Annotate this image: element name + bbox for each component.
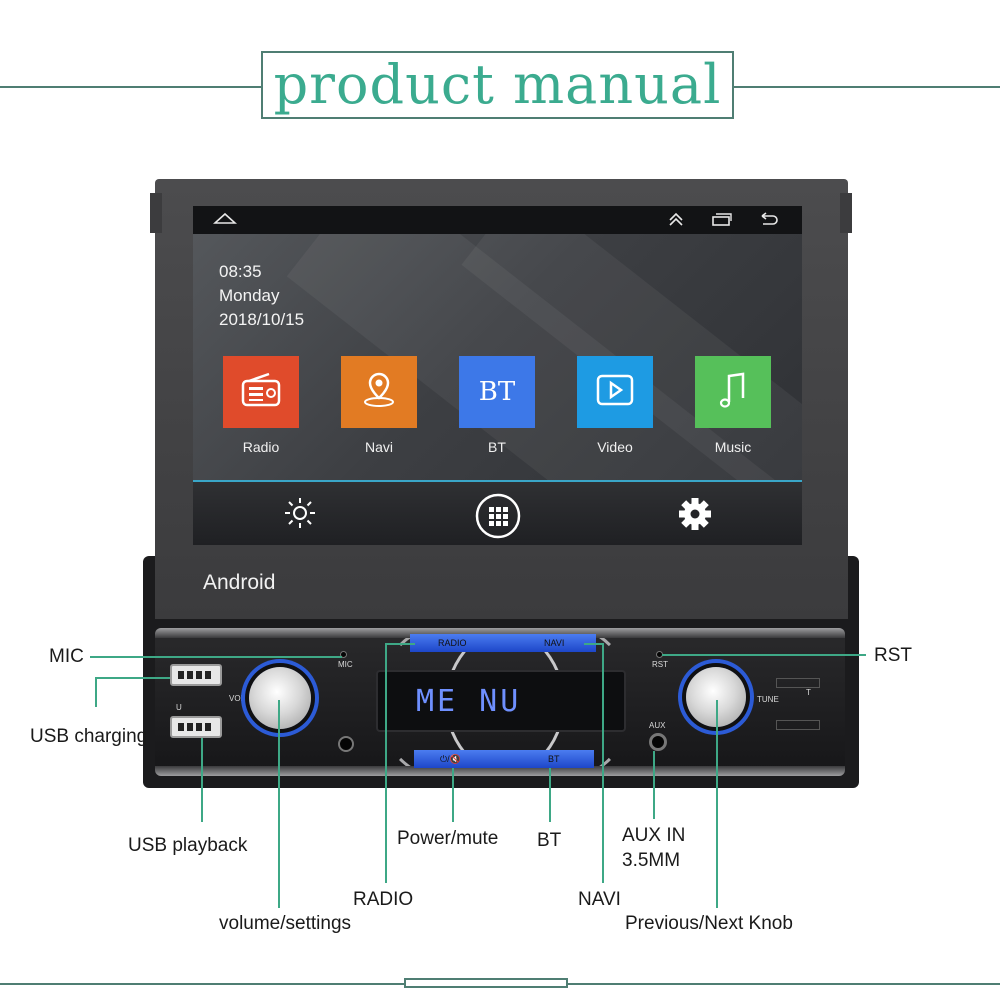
back-icon[interactable]	[757, 211, 779, 232]
brightness-icon[interactable]	[283, 496, 317, 535]
callout-usb-charging: USB charging	[30, 726, 148, 747]
header-rule-right	[734, 86, 1000, 88]
power-leader	[452, 768, 454, 822]
app-radio[interactable]: Radio	[222, 356, 300, 455]
clock-day: Monday	[219, 286, 280, 305]
radio-icon	[239, 371, 283, 414]
aux-leader	[653, 751, 655, 819]
music-tile	[695, 356, 771, 428]
bt-tile: BT	[459, 356, 535, 428]
callout-mic: MIC	[49, 646, 84, 667]
callout-bt: BT	[537, 830, 562, 851]
footer-rule-right	[568, 983, 1000, 985]
app-grid-icon[interactable]	[474, 492, 522, 545]
touch-screen[interactable]: 08:35 Monday 2018/10/15 Radio Navi BT	[193, 206, 802, 545]
navi-key[interactable]: NAVI	[544, 638, 565, 648]
usb-playback-port[interactable]	[170, 716, 222, 738]
app-navi[interactable]: Navi	[340, 356, 418, 455]
callout-usb-playback: USB playback	[128, 835, 248, 856]
callout-aux-line1: AUX IN	[622, 825, 686, 846]
faceplate-slot-upper	[776, 678, 820, 688]
bt-key[interactable]: BT	[548, 754, 560, 764]
faceplate-top-rim	[155, 628, 845, 638]
power-mute-key[interactable]: ⏻/🔇	[440, 754, 461, 764]
power-bt-strip: ⏻/🔇 BT	[414, 750, 594, 768]
rst-leader	[662, 654, 866, 656]
page-title: product manual	[273, 53, 722, 116]
bt-tile-text: BT	[478, 377, 516, 407]
usb-charging-leader-v	[95, 677, 97, 707]
status-bar	[193, 206, 802, 234]
play-icon	[595, 372, 635, 413]
header-rule-left	[0, 86, 261, 88]
faceplate-slot-lower	[776, 720, 820, 730]
app-label-music: Music	[714, 439, 752, 455]
aux-jack[interactable]	[649, 733, 667, 751]
home-outline-icon[interactable]	[212, 211, 238, 230]
usb-port-label: U	[176, 703, 182, 712]
app-video[interactable]: Video	[576, 356, 654, 455]
knob-leader	[716, 700, 718, 908]
brand-label: Android	[203, 571, 276, 594]
recents-icon[interactable]	[711, 211, 733, 232]
music-note-icon	[713, 368, 753, 417]
clock-date: 2018/10/15	[219, 310, 305, 329]
app-music[interactable]: Music	[694, 356, 772, 455]
bezel-ear-right	[840, 193, 852, 233]
chevron-up-icon[interactable]	[667, 211, 685, 232]
t-label: T	[806, 688, 811, 697]
callout-radio: RADIO	[353, 889, 414, 910]
radio-key[interactable]: RADIO	[438, 638, 467, 648]
callout-aux-line2: 3.5MM	[622, 850, 681, 871]
mic-hole	[340, 651, 347, 658]
app-label-bt: BT	[488, 439, 506, 455]
aux-label: AUX	[649, 721, 666, 730]
location-pin-icon	[357, 368, 401, 417]
app-launcher: Radio Navi BT BT Video	[219, 356, 779, 456]
volume-leader	[278, 700, 280, 908]
bt-leader	[549, 768, 551, 822]
usb-charging-leader-h	[95, 677, 170, 679]
navi-tile	[341, 356, 417, 428]
faceplate-bottom-rim	[155, 766, 845, 776]
mic-label: MIC	[338, 660, 353, 669]
callout-navi: NAVI	[578, 889, 621, 910]
radio-leader-v	[385, 643, 387, 883]
clock-time: 08:35	[219, 262, 262, 281]
bottom-dock	[193, 480, 802, 545]
clock-widget: 08:35 Monday 2018/10/15	[219, 260, 304, 332]
tune-label: TUNE	[757, 695, 779, 704]
radio-leader-h	[385, 643, 415, 645]
callout-power-mute: Power/mute	[397, 828, 499, 849]
footer-rule-left	[0, 983, 404, 985]
volume-knob[interactable]	[249, 667, 311, 729]
app-label-navi: Navi	[364, 439, 393, 455]
app-label-video: Video	[597, 439, 633, 455]
callout-volume: volume/settings	[219, 913, 352, 934]
bezel-ear-left	[150, 193, 162, 233]
radio-navi-strip: RADIO NAVI	[410, 634, 596, 652]
footer-frame	[404, 978, 568, 988]
video-tile	[577, 356, 653, 428]
usb-playback-leader	[201, 738, 203, 822]
title-frame: product manual	[261, 51, 734, 119]
callout-rst: RST	[874, 645, 912, 666]
rst-label: RST	[652, 660, 668, 669]
ir-sensor	[338, 736, 354, 752]
app-label-radio: Radio	[242, 439, 280, 455]
vol-label: VOL	[229, 694, 246, 703]
app-bt[interactable]: BT BT	[458, 356, 536, 455]
mic-leader	[90, 656, 342, 658]
usb-charging-port[interactable]	[170, 664, 222, 686]
navi-leader-h	[584, 643, 604, 645]
lcd-display: ME NU	[376, 670, 626, 732]
navi-leader-v	[602, 643, 604, 883]
callout-previous-next-knob: Previous/Next Knob	[625, 913, 793, 934]
radio-tile	[223, 356, 299, 428]
settings-gear-icon[interactable]	[677, 496, 713, 537]
lcd-text: ME NU	[416, 684, 522, 719]
